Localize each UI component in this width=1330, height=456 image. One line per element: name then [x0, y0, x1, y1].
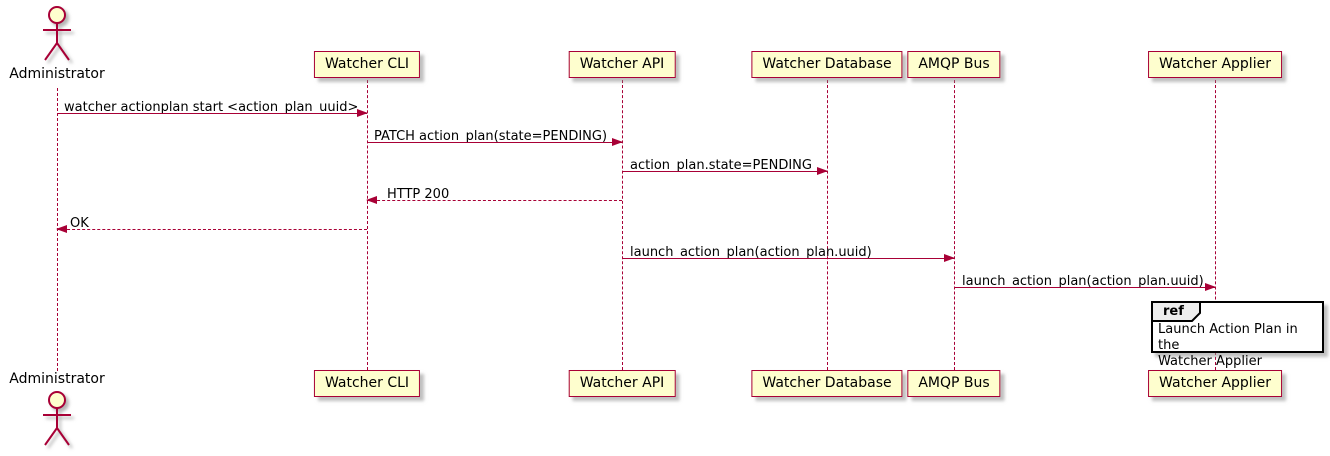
lifeline-watcher-database [826, 80, 828, 370]
message-arrow-7: launch_action_plan(action_plan.uuid) [954, 269, 1216, 293]
arrowhead-left-icon [366, 196, 377, 205]
arrowhead-right-icon [1205, 283, 1216, 292]
ref-keyword: ref [1163, 304, 1184, 319]
actor-figure-icon [43, 6, 71, 61]
message-line [367, 200, 622, 201]
participant-bottom-watcher-database: Watcher Database [751, 370, 903, 397]
participant-label: AMQP Bus [918, 56, 990, 72]
lifeline-amqp-bus [953, 80, 955, 370]
message-arrow-3: action_plan.state=PENDING [622, 153, 828, 177]
participant-bottom-amqp-bus: AMQP Bus [907, 370, 1001, 397]
lifeline-watcher-api [621, 80, 623, 370]
participant-top-watcher-cli: Watcher CLI [313, 51, 421, 78]
lifeline-watcher-applier [1214, 80, 1216, 370]
participant-top-amqp-bus: AMQP Bus [907, 51, 1001, 78]
participant-label: Watcher CLI [324, 56, 410, 72]
message-label: HTTP 200 [387, 187, 450, 202]
ref-text-line2: Watcher Applier [1158, 354, 1262, 369]
message-label: launch_action_plan(action_plan.uuid) [630, 245, 872, 260]
message-label: launch_action_plan(action_plan.uuid) [962, 274, 1204, 289]
actor-leg-right [56, 42, 70, 61]
participant-label: AMQP Bus [918, 375, 990, 391]
actor-head [48, 6, 66, 24]
arrowhead-right-icon [612, 138, 623, 147]
ref-text-line1: Launch Action Plan in the [1158, 322, 1298, 353]
participant-top-watcher-api: Watcher API [568, 51, 676, 78]
message-arrow-2: PATCH action_plan(state=PENDING) [367, 124, 623, 148]
participant-bottom-watcher-api: Watcher API [568, 370, 676, 397]
participant-top-watcher-applier: Watcher Applier [1148, 51, 1282, 78]
arrowhead-right-icon [817, 167, 828, 176]
lifeline-watcher-cli [366, 80, 368, 370]
participant-label: Watcher Applier [1159, 375, 1271, 391]
message-label: OK [70, 216, 89, 231]
message-label: watcher actionplan start <action_plan_uu… [64, 100, 359, 115]
message-arrow-1: watcher actionplan start <action_plan_uu… [57, 95, 368, 119]
arrowhead-right-icon [357, 109, 368, 118]
actor-leg-right [56, 427, 70, 446]
message-line [622, 258, 954, 259]
actor-leg-left [44, 42, 58, 61]
message-label: PATCH action_plan(state=PENDING) [374, 129, 608, 144]
participant-label: Watcher API [579, 56, 665, 72]
message-line [57, 113, 367, 114]
participant-top-watcher-database: Watcher Database [751, 51, 903, 78]
message-line [57, 229, 367, 230]
message-label: action_plan.state=PENDING [630, 158, 812, 173]
arrowhead-right-icon [944, 254, 955, 263]
participant-label: Watcher API [579, 375, 665, 391]
message-line [367, 142, 622, 143]
ref-tab-shape [1151, 301, 1201, 322]
ref-tab-icon [1151, 301, 1201, 322]
participant-label: Watcher Database [762, 375, 892, 391]
actor-figure-icon [43, 391, 71, 446]
arrowhead-left-icon [56, 225, 67, 234]
participant-label: Watcher CLI [324, 375, 410, 391]
message-line [622, 171, 827, 172]
message-arrow-6: launch_action_plan(action_plan.uuid) [622, 240, 955, 264]
message-line [954, 287, 1215, 288]
actor-leg-left [44, 427, 58, 446]
actor-head [48, 391, 66, 409]
participant-bottom-watcher-cli: Watcher CLI [313, 370, 421, 397]
ref-text: Launch Action Plan in the Watcher Applie… [1158, 322, 1319, 370]
actor-label-top: Administrator [9, 66, 105, 82]
participant-label: Watcher Applier [1159, 56, 1271, 72]
message-arrow-5: OK [56, 211, 367, 235]
actor-label-bottom: Administrator [9, 371, 105, 387]
participant-bottom-watcher-applier: Watcher Applier [1148, 370, 1282, 397]
ref-fragment: ref Launch Action Plan in the Watcher Ap… [1151, 301, 1324, 369]
message-arrow-4: HTTP 200 [366, 182, 622, 206]
participant-label: Watcher Database [762, 56, 892, 72]
